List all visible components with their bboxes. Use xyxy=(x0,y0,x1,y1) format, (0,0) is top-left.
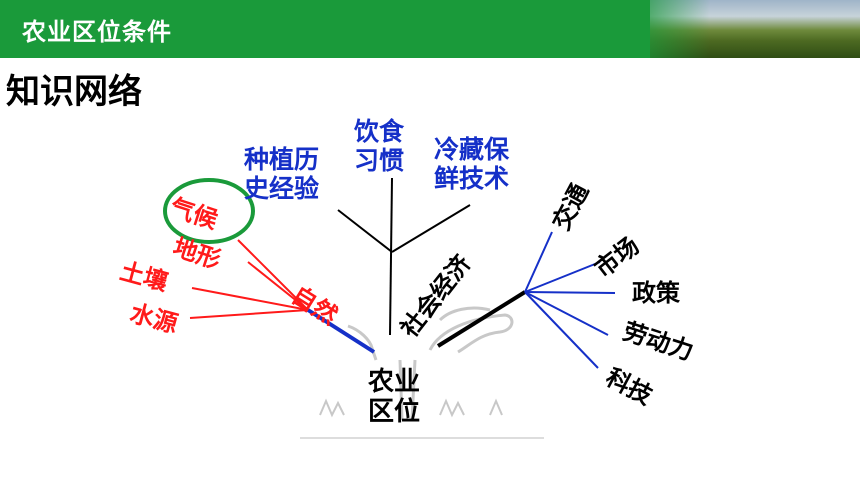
header-bar: 农业区位条件 xyxy=(0,0,860,58)
factor-planting-history: 种植历 史经验 xyxy=(244,145,320,203)
factor-cold-storage: 冷藏保 鲜技术 xyxy=(434,135,510,193)
section-title: 知识网络 xyxy=(6,72,142,112)
social-branch-lines xyxy=(337,177,527,348)
highlight-circle xyxy=(163,178,255,244)
social-right-lines xyxy=(524,231,616,369)
center-label: 农业 区位 xyxy=(368,367,421,428)
header-photo-fade xyxy=(620,0,710,58)
factor-policy: 政策 xyxy=(632,279,680,307)
center-label-line2: 区位 xyxy=(368,396,421,427)
header-title: 农业区位条件 xyxy=(22,18,172,46)
center-label-line1: 农业 xyxy=(368,367,421,397)
tree-picture xyxy=(300,292,544,440)
tree-sketch xyxy=(300,306,544,439)
factor-diet-habits: 饮食 习惯 xyxy=(354,117,405,175)
natural-branch-lines xyxy=(189,239,376,354)
